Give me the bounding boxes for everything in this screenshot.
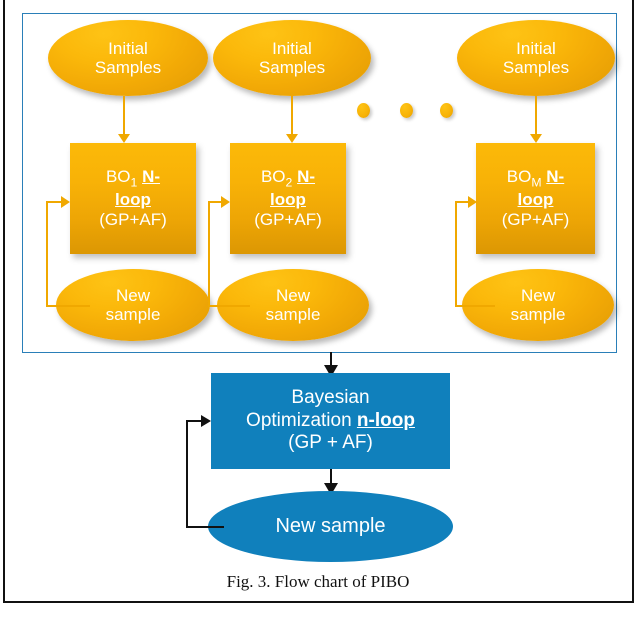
initial-samples-ellipse-3: Initial Samples <box>457 20 615 96</box>
parallel-stage-frame <box>22 13 617 353</box>
arrow-initial-to-bo-2 <box>286 134 298 143</box>
bo-box-3: BOM N- loop (GP+AF) <box>476 143 595 254</box>
connector-initial-to-bo-2 <box>291 96 293 138</box>
feedback-bottom-2 <box>208 305 250 307</box>
global-new-sample-ellipse: New sample <box>208 491 453 562</box>
ellipsis-dot-2 <box>400 103 413 118</box>
bo-label-1: BO1 N- loop (GP+AF) <box>99 167 167 229</box>
feedback-bottom-1 <box>46 305 90 307</box>
feedback-top-1 <box>46 201 63 203</box>
figure-caption: Fig. 3. Flow chart of PIBO <box>226 572 410 591</box>
initial-samples-ellipse-1: Initial Samples <box>48 20 208 96</box>
connector-stage-to-global <box>330 352 332 369</box>
bo-box-2: BO2 N- loop (GP+AF) <box>230 143 346 254</box>
global-new-sample-label: New sample <box>275 515 386 538</box>
feedback-arrow-1 <box>61 196 70 208</box>
feedback-bottom-3 <box>455 305 495 307</box>
new-sample-label-1: New sample <box>105 285 161 324</box>
initial-samples-ellipse-2: Initial Samples <box>213 20 371 96</box>
global-bo-label: Bayesian Optimization n-loop (GP + AF) <box>246 386 415 454</box>
feedback-top-3 <box>455 201 470 203</box>
bo-label-2: BO2 N- loop (GP+AF) <box>254 167 322 229</box>
global-feedback-top <box>186 420 203 422</box>
initial-samples-label-2: Initial Samples <box>258 38 326 77</box>
connector-global-bo-to-sample <box>330 469 332 487</box>
global-bo-box: Bayesian Optimization n-loop (GP + AF) <box>211 373 450 469</box>
feedback-arrow-2 <box>221 196 230 208</box>
global-feedback-arrow <box>201 415 211 427</box>
global-feedback-riser <box>186 420 188 528</box>
new-sample-label-3: New sample <box>510 285 566 324</box>
arrow-initial-to-bo-3 <box>530 134 542 143</box>
connector-initial-to-bo-3 <box>535 96 537 138</box>
feedback-top-2 <box>208 201 223 203</box>
global-feedback-bottom <box>186 526 224 528</box>
new-sample-ellipse-2: New sample <box>217 269 369 341</box>
feedback-riser-2 <box>208 201 210 307</box>
ellipsis-dot-1 <box>357 103 370 118</box>
bo-label-3: BOM N- loop (GP+AF) <box>501 167 570 229</box>
bo-box-1: BO1 N- loop (GP+AF) <box>70 143 196 254</box>
feedback-riser-3 <box>455 201 457 307</box>
connector-initial-to-bo-1 <box>123 96 125 138</box>
feedback-arrow-3 <box>468 196 477 208</box>
ellipsis-dot-3 <box>440 103 453 118</box>
arrow-initial-to-bo-1 <box>118 134 130 143</box>
feedback-riser-1 <box>46 201 48 307</box>
new-sample-label-2: New sample <box>265 285 321 324</box>
initial-samples-label-3: Initial Samples <box>502 38 570 77</box>
new-sample-ellipse-1: New sample <box>56 269 210 341</box>
initial-samples-label-1: Initial Samples <box>94 38 162 77</box>
